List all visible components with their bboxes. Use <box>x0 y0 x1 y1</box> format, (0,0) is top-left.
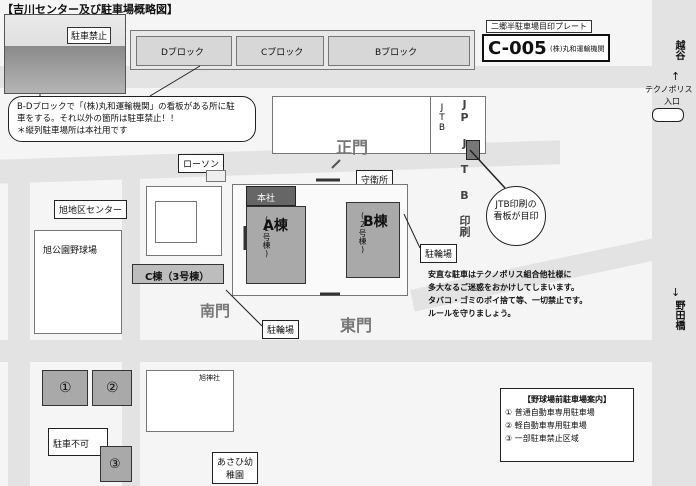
map-title: 【吉川センター及び駐車場概略図】 <box>2 3 178 16</box>
lawson-building <box>206 170 226 182</box>
koshigaya-label: 越谷 <box>673 40 684 60</box>
lot-2: ② <box>92 370 132 406</box>
road-lower <box>0 340 660 362</box>
asahi-center-label: 旭地区センター <box>54 200 128 219</box>
photo-caption: 駐車禁止 <box>67 27 112 44</box>
nanmon-label: 南門 <box>200 302 231 320</box>
asahi-center-building <box>146 186 222 256</box>
road-center <box>122 174 140 486</box>
legend-item: ② 軽自動車専用駐車場 <box>505 421 587 430</box>
road-west <box>8 174 30 486</box>
shrine-building: 旭神社 <box>146 370 234 432</box>
parking-notice: B-Dブロックで「(株)丸和運輸機関」の看板がある所に駐 車をする。それ以外の箇… <box>8 96 256 142</box>
seimon-label: 正門 <box>336 138 369 157</box>
jtb-callout: JTB印刷の看板が目印 <box>486 186 546 246</box>
legend-item: ① 普通自動車専用駐車場 <box>505 408 595 417</box>
block-b: Bブロック <box>328 36 470 66</box>
block-c: Cブロック <box>236 36 324 66</box>
c-building: C棟（3号棟） <box>132 264 224 284</box>
parking-legend: 【野球場前駐車場案内】 ① 普通自動車専用駐車場 ② 軽自動車専用駐車場 ③ 一… <box>500 388 634 462</box>
down-arrow: ↓ <box>671 286 681 299</box>
lot-3: ③ <box>100 446 132 482</box>
block-d: Dブロック <box>136 36 232 66</box>
bike-parking-label-east: 駐輪場 <box>420 244 458 263</box>
jtb-sign-marker <box>466 140 480 160</box>
tomon-label: 東門 <box>340 316 373 335</box>
a-building: A棟 (1号棟) <box>246 206 306 284</box>
jtb-sign-text: JP J T B 印刷 <box>458 98 471 237</box>
parking-plate: C-005 (株)丸和運輸機関 <box>482 34 610 62</box>
plate-code: C-005 <box>488 38 547 59</box>
entrance-marker <box>652 108 684 122</box>
legend-item: ③ 一部駐車禁止区域 <box>505 434 579 443</box>
no-parking-label: 駐車不可 <box>48 428 108 456</box>
jtb-lot <box>272 96 432 154</box>
park-area: 旭公園野球場 <box>34 230 122 334</box>
plate-company: (株)丸和運輸機関 <box>550 45 605 53</box>
bike-parking-label-south: 駐輪場 <box>262 320 300 339</box>
road-north <box>0 66 660 88</box>
road-main-east <box>652 0 696 486</box>
safety-notice: 安直な駐車はテクノポリス組合他社様に 多大なるご迷惑をおかけしてしまいます。 タ… <box>428 270 588 318</box>
technopolis-label: テクノポリス <box>645 85 693 94</box>
plate-caption: 二郷半駐車場目印プレート <box>486 20 592 33</box>
noda-label: 野田橋 <box>673 300 684 330</box>
lawson-label: ローソン <box>178 154 225 173</box>
lot-1: ① <box>42 370 88 406</box>
b-building: B棟 (2号棟) <box>346 202 400 278</box>
up-arrow: ↑ <box>671 70 681 83</box>
entrance-label: 入口 <box>664 97 680 106</box>
parking-photo: 駐車禁止 <box>4 14 126 94</box>
nursery-label: あさひ幼稚園 <box>212 452 258 484</box>
honsha-block: 本社 <box>246 186 296 206</box>
